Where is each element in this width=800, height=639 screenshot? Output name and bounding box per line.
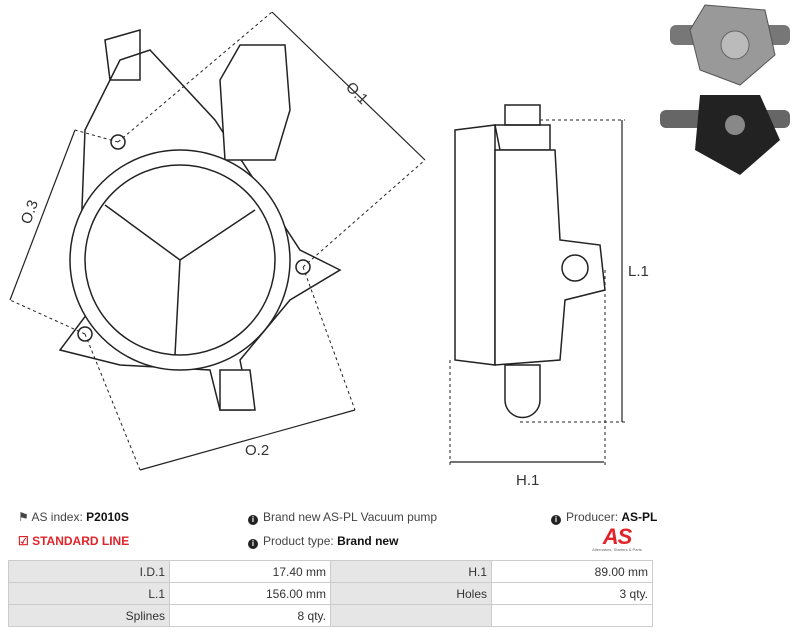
info-icon: i	[248, 539, 258, 549]
spec-label: Holes	[330, 582, 492, 605]
producer-value: AS-PL	[621, 510, 658, 524]
spec-label: H.1	[330, 560, 492, 583]
dim-o2-label: O.2	[245, 442, 269, 459]
dim-l1-label: L.1	[628, 263, 649, 280]
producer: i Producer: AS-PL	[551, 510, 657, 525]
spec-label: I.D.1	[8, 560, 170, 583]
standard-line-label: STANDARD LINE	[32, 534, 130, 548]
info-icon: i	[551, 515, 561, 525]
dim-o3-label: O.3	[18, 198, 42, 227]
logo-mark: AS	[602, 524, 633, 549]
spec-value: 89.00 mm	[491, 560, 653, 583]
description-text: Brand new AS-PL Vacuum pump	[263, 510, 438, 524]
product-type-label: Product type:	[263, 534, 334, 548]
as-index-label: AS index:	[31, 510, 83, 524]
spec-label: Splines	[8, 604, 170, 627]
dim-h1-label: H.1	[516, 472, 539, 489]
side-view	[454, 104, 606, 419]
front-view	[58, 29, 342, 411]
spec-label: L.1	[8, 582, 170, 605]
standard-line-badge: ☑ STANDARD LINE	[18, 534, 129, 548]
info-icon: i	[248, 515, 258, 525]
spec-value: 17.40 mm	[169, 560, 331, 583]
description: i Brand new AS-PL Vacuum pump	[248, 510, 437, 525]
product-photo-bottom	[660, 95, 790, 175]
tag-icon: ⚑	[18, 510, 32, 524]
technical-drawing: O.1 O.2 O.3 L.1 H.1	[9, 4, 790, 489]
checkbox-icon: ☑	[18, 534, 33, 548]
product-type: i Product type: Brand new	[248, 534, 398, 549]
as-index-value: P2010S	[86, 510, 129, 524]
as-index: ⚑ AS index: P2010S	[18, 510, 129, 524]
producer-label: Producer:	[566, 510, 619, 524]
product-photo-top	[670, 4, 790, 86]
spec-value: 8 qty.	[169, 604, 331, 627]
logo-tagline: Alternators, Starters & Parts	[592, 547, 642, 552]
spec-value: 156.00 mm	[169, 582, 331, 605]
product-type-value: Brand new	[337, 534, 399, 548]
spec-value: 3 qty.	[491, 582, 653, 605]
spec-label	[330, 604, 492, 627]
spec-value	[491, 604, 653, 627]
